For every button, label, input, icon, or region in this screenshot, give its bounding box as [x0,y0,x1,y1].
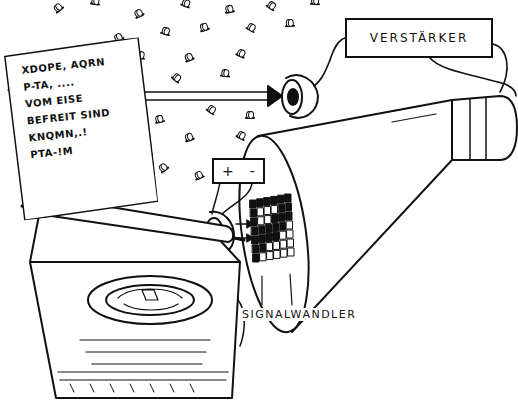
insect [199,23,209,32]
grid-pixel [252,227,258,235]
insect-wing [157,115,163,123]
grid-pixel [251,209,257,217]
grid-pixel [287,221,293,229]
insect [172,72,183,82]
typewriter [22,196,244,398]
grid-pixel [273,232,279,240]
insect-wing [163,27,170,35]
insect [266,0,277,10]
insect [236,48,246,58]
insect [91,0,100,5]
insect-wing [196,171,203,179]
insect-wing [186,53,193,61]
grid-pixel [260,253,266,261]
grid-pixel [280,231,286,239]
insect-wing [183,0,190,8]
grid-pixel [273,223,279,231]
grid-pixel [259,226,265,234]
grid-pixel [287,230,293,238]
insect [221,69,230,77]
grid-pixel [265,207,271,215]
insect-wing [223,69,229,76]
insect [155,115,164,124]
grid-pixel [288,248,294,256]
grid-pixel [281,240,287,248]
insect [206,104,217,114]
insect [286,19,294,26]
insect-wing [136,9,144,17]
grid-pixel [266,234,272,242]
insect-wing [288,19,293,26]
pixel-grid [250,194,294,262]
grid-pixel [265,216,271,224]
insect-wing [238,132,246,141]
node-text: + [222,163,234,179]
grid-pixel [259,235,265,243]
part-label: SIGNALWANDLER [240,308,358,321]
battery-box: +- [212,158,265,184]
insect [53,2,64,13]
paper-sheet: XDOPE, AQRNP-TA, ....VOM EISEBEFREIT SIN… [1,37,158,221]
grid-pixel [286,203,292,211]
grid-pixel [274,250,280,258]
grid-pixel [267,243,273,251]
insect [158,162,169,172]
insect [225,5,234,14]
grid-pixel [278,195,284,203]
insect [194,170,204,180]
insect-wing [268,2,276,11]
insect-wing [93,0,99,5]
grid-pixel [250,200,256,208]
insect [184,133,194,142]
grid-pixel [272,205,278,213]
grid-pixel [285,194,291,202]
grid-pixel [253,254,259,262]
node-text: VERSTÄRKER [370,31,468,45]
paper-shape [4,37,158,220]
grid-pixel [281,249,287,257]
grid-pixel [258,217,264,225]
grid-pixel [267,252,273,260]
signal-tube [229,96,517,336]
insect-wing [202,23,209,31]
grid-pixel [272,214,278,222]
insect-wing [248,111,253,118]
grid-pixel [286,212,292,220]
node-text: - [250,163,255,179]
insect-wing [248,24,256,33]
grid-pixel [274,241,280,249]
grid-pixel [258,208,264,216]
grid-pixel [279,213,285,221]
insect [246,111,254,118]
grid-pixel [257,199,263,207]
insect [236,130,246,140]
photocell-upper [282,60,330,118]
grid-pixel [260,244,266,252]
insect-wing [313,0,318,5]
insect-wing [174,74,182,83]
insect [181,0,191,8]
insect [134,8,144,18]
insect [311,0,319,5]
grid-pixel [271,196,277,204]
insect [161,27,171,36]
insect-wing [238,49,245,57]
insect [184,52,194,61]
insect-wing [187,133,194,141]
grid-pixel [280,222,286,230]
amplifier-box: VERSTÄRKER [345,18,493,58]
grid-pixel [266,225,272,233]
grid-pixel [264,198,270,206]
insect-wing [55,3,63,12]
grid-pixel [279,204,285,212]
insect-wing [160,163,168,172]
grid-pixel [253,245,259,253]
insect [246,22,256,32]
insect-wing [208,106,216,115]
insect-wing [227,5,233,13]
grid-pixel [288,239,294,247]
